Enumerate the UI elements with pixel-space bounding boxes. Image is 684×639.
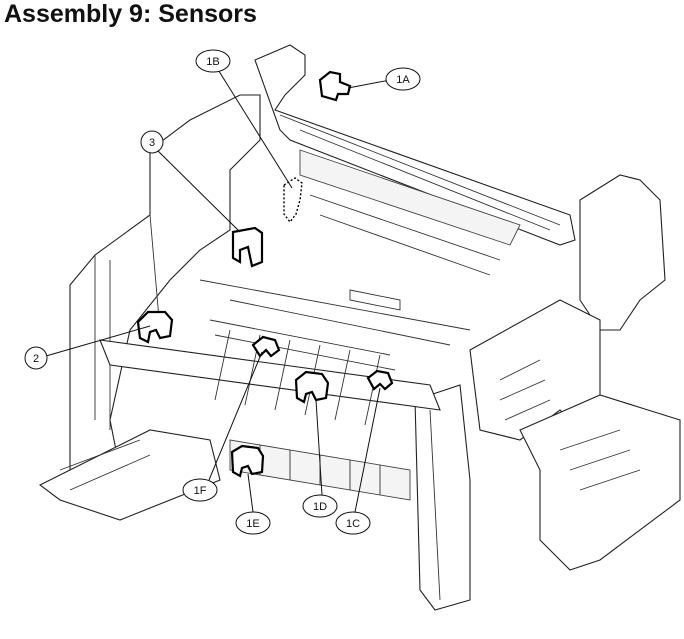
sensor-1d-part <box>294 370 330 404</box>
sensor-1e-part <box>230 444 265 478</box>
sensor-1a-part <box>318 70 352 102</box>
callout-1f: 1F <box>182 478 218 502</box>
callout-2: 2 <box>24 346 48 370</box>
svg-text:2: 2 <box>33 353 39 365</box>
sensor-2-part <box>136 310 174 344</box>
sensor-3-part <box>231 226 264 268</box>
callout-1c: 1C <box>335 511 371 535</box>
sensor-1c-part <box>366 369 394 391</box>
svg-text:1C: 1C <box>346 518 360 530</box>
callout-3: 3 <box>140 130 164 154</box>
sensor-1b-part <box>283 177 303 224</box>
svg-text:1E: 1E <box>246 518 259 530</box>
svg-text:1B: 1B <box>206 56 219 68</box>
callout-1b: 1B <box>195 49 231 73</box>
leader-lines <box>45 67 391 513</box>
svg-text:1D: 1D <box>313 501 327 513</box>
sensor-1f-part <box>251 335 281 358</box>
callout-1e: 1E <box>235 511 271 535</box>
callout-1a: 1A <box>385 67 421 91</box>
page-title: Assembly 9: Sensors <box>4 0 257 28</box>
svg-text:1A: 1A <box>396 74 410 86</box>
callout-1d: 1D <box>302 494 338 518</box>
svg-text:1F: 1F <box>194 485 207 497</box>
svg-text:3: 3 <box>149 137 155 149</box>
